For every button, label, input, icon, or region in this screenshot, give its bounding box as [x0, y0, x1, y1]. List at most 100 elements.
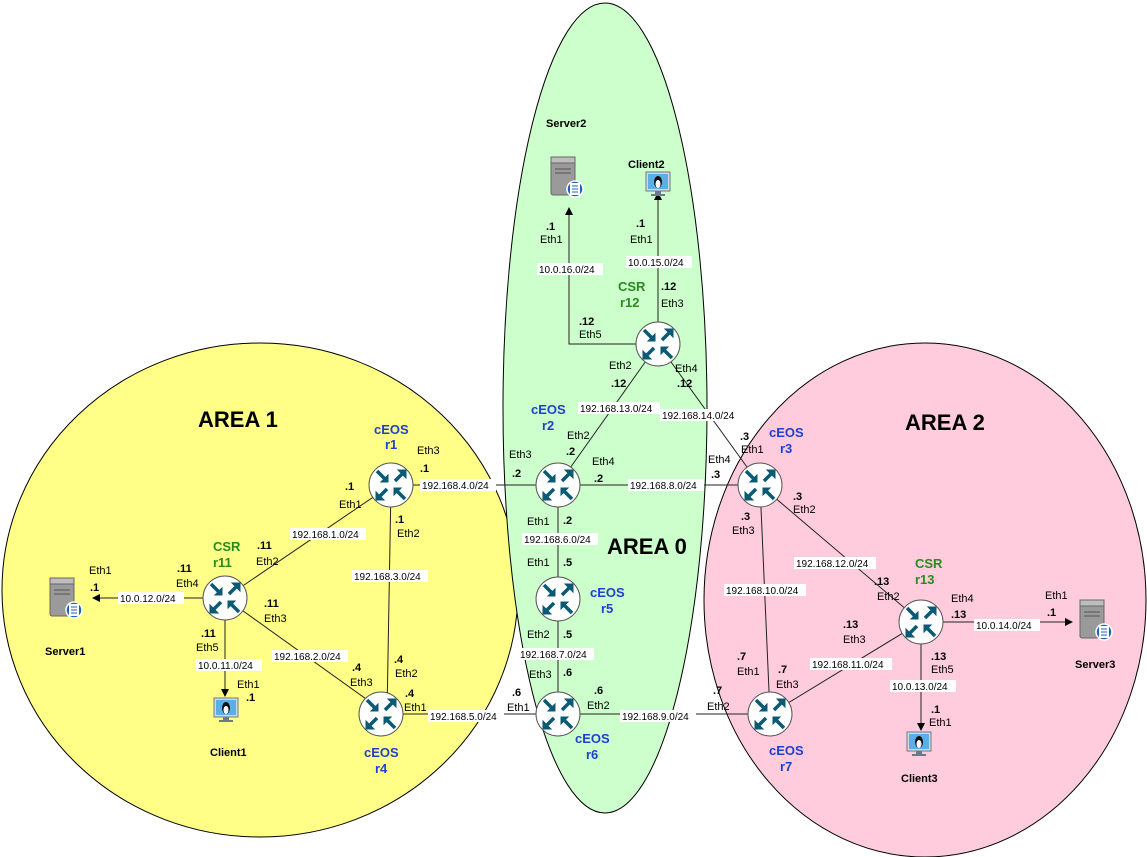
router-r2-type: cEOS — [531, 402, 566, 417]
ip-label: .13 — [951, 609, 966, 621]
ip-label: .12 — [677, 378, 692, 390]
ip-label: .3 — [793, 491, 802, 503]
if-label: Eth3 — [843, 634, 866, 646]
if-label: Eth1 — [237, 679, 260, 691]
router-r3-type: cEOS — [769, 425, 804, 440]
area-1-title: AREA 1 — [198, 407, 278, 432]
net-label: 192.168.7.0/24 — [520, 650, 587, 661]
if-label: Eth2 — [527, 629, 550, 641]
ip-label: .6 — [563, 667, 572, 679]
ip-label: .6 — [594, 685, 603, 697]
network-labels: 192.168.4.0/24 192.168.8.0/24 192.168.1.… — [118, 256, 1040, 723]
router-r1[interactable] — [367, 461, 415, 509]
if-label: Eth4 — [951, 593, 974, 605]
if-label: Eth5 — [196, 642, 219, 654]
ip-label: .13 — [843, 619, 858, 631]
net-label: 10.0.13.0/24 — [892, 682, 948, 693]
ip-label: .11 — [257, 540, 272, 552]
interface-labels: Eth3 .1 .1 Eth1 .1 Eth2 Eth2 .2 Eth3 .2 … — [89, 218, 1068, 729]
router-r4-type: cEOS — [364, 745, 399, 760]
router-arrows-icon — [634, 320, 682, 368]
router-arrows-icon — [534, 461, 582, 509]
net-label: 192.168.4.0/24 — [422, 481, 489, 492]
router-arrows-icon — [534, 575, 582, 623]
if-label: Eth2 — [609, 360, 632, 372]
net-label: 10.0.11.0/24 — [198, 661, 253, 672]
if-label: Eth5 — [579, 329, 602, 341]
ip-label: .7 — [778, 664, 787, 676]
router-r13-type: CSR — [915, 556, 943, 571]
net-label: 192.168.5.0/24 — [430, 712, 497, 723]
client1-label: Client1 — [210, 747, 247, 759]
router-r13[interactable] — [897, 598, 945, 646]
router-r12[interactable] — [634, 320, 682, 368]
router-arrows-icon — [534, 690, 582, 738]
if-label: Eth1 — [630, 234, 653, 246]
router-r7-type: cEOS — [769, 743, 804, 758]
if-label: Eth4 — [675, 363, 698, 375]
net-label: 192.168.10.0/24 — [726, 586, 799, 597]
ip-label: .11 — [264, 598, 279, 610]
router-r4-name: r4 — [375, 761, 388, 776]
router-r3[interactable] — [736, 461, 784, 509]
if-label: Eth1 — [737, 666, 760, 678]
router-arrows-icon — [357, 690, 405, 738]
if-label: Eth4 — [708, 454, 731, 466]
if-label: Eth5 — [931, 664, 954, 676]
ip-label: .12 — [611, 378, 626, 390]
router-r6-name: r6 — [586, 747, 598, 762]
ip-label: .12 — [579, 316, 594, 328]
ip-label: .4 — [394, 654, 404, 666]
if-label: Eth3 — [509, 449, 532, 461]
if-label: Eth2 — [397, 528, 420, 540]
ip-label: .4 — [352, 662, 362, 674]
ip-label: .1 — [246, 692, 255, 704]
if-label: Eth3 — [776, 679, 799, 691]
ip-label: .6 — [512, 687, 521, 699]
router-r2[interactable] — [534, 461, 582, 509]
ip-label: .1 — [1047, 607, 1056, 619]
router-r4[interactable] — [357, 690, 405, 738]
ip-label: .1 — [636, 218, 645, 230]
net-label: 192.168.3.0/24 — [354, 572, 421, 583]
if-label: Eth3 — [732, 525, 755, 537]
ip-label: .1 — [931, 704, 940, 716]
if-label: Eth3 — [350, 677, 373, 689]
router-r6[interactable] — [534, 690, 582, 738]
if-label: Eth2 — [395, 668, 418, 680]
ip-label: .1 — [420, 463, 429, 475]
net-label: 192.168.6.0/24 — [524, 535, 591, 546]
router-r7-name: r7 — [780, 759, 792, 774]
ip-label: .3 — [711, 469, 720, 481]
router-arrows-icon — [897, 598, 945, 646]
ip-label: .1 — [546, 221, 555, 233]
router-r6-type: cEOS — [575, 731, 610, 746]
ip-label: .7 — [713, 685, 722, 697]
if-label: Eth1 — [540, 234, 563, 246]
if-label: Eth1 — [929, 717, 952, 729]
router-r1-name: r1 — [385, 437, 397, 452]
router-arrows-icon — [736, 461, 784, 509]
if-label: Eth3 — [529, 669, 552, 681]
server1-label: Server1 — [45, 646, 85, 658]
if-label: Eth1 — [1045, 590, 1068, 602]
net-label: 192.168.13.0/24 — [580, 404, 653, 415]
router-r11[interactable] — [201, 574, 249, 622]
if-label: Eth1 — [527, 557, 550, 569]
if-label: Eth1 — [339, 499, 362, 511]
ip-label: .13 — [931, 651, 946, 663]
router-r5[interactable] — [534, 575, 582, 623]
if-label: Eth2 — [256, 556, 279, 568]
router-r11-name: r11 — [213, 555, 232, 570]
ip-label: .3 — [740, 431, 749, 443]
router-r11-type: CSR — [213, 539, 241, 554]
router-r7[interactable] — [746, 690, 794, 738]
net-label: 10.0.14.0/24 — [976, 621, 1032, 632]
router-r3-name: r3 — [780, 441, 792, 456]
ip-label: .2 — [594, 473, 603, 485]
router-r5-name: r5 — [601, 601, 613, 616]
if-label: Eth2 — [707, 701, 730, 713]
ip-label: .12 — [661, 281, 676, 293]
net-label: 192.168.11.0/24 — [812, 660, 884, 671]
